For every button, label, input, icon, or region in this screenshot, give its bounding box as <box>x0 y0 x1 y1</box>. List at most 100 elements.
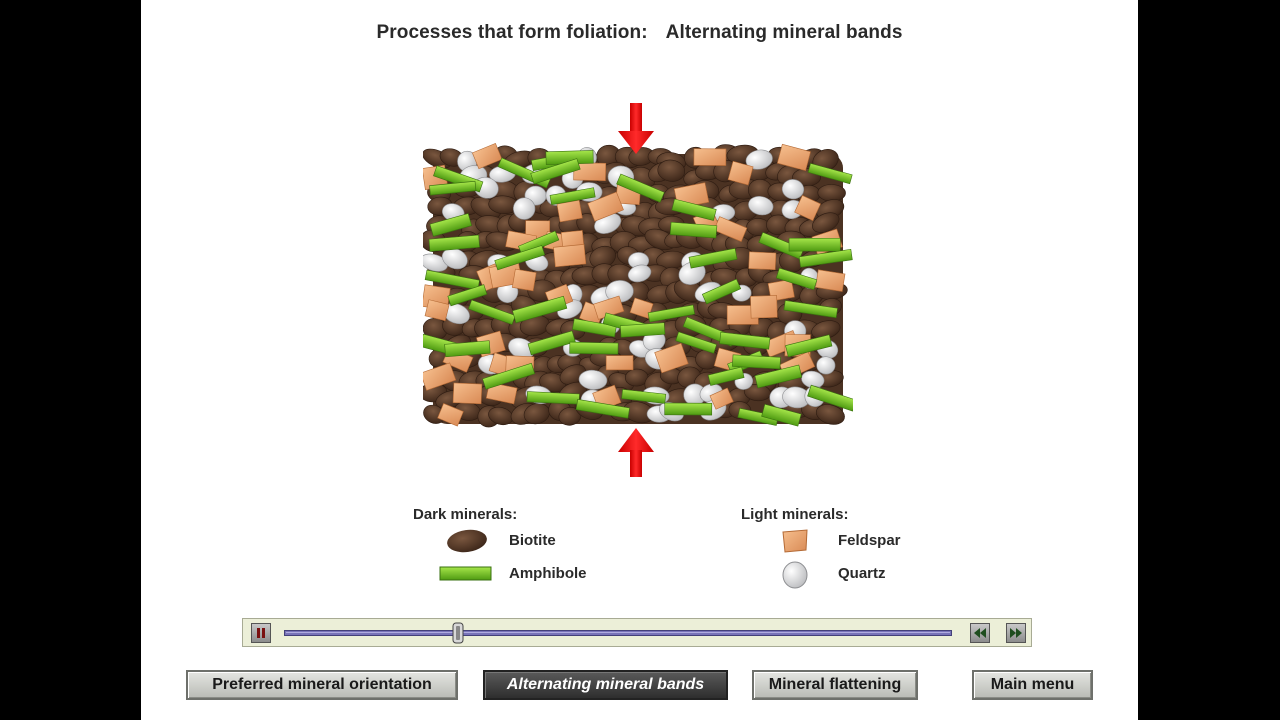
light-minerals-heading: Light minerals: <box>741 506 849 523</box>
amphibole-grain <box>424 269 480 291</box>
feldspar-grain <box>471 142 503 170</box>
amphibole-grain <box>754 364 803 389</box>
amphibole-grain <box>572 318 617 338</box>
amphibole-grain <box>758 231 805 260</box>
amphibole-grain <box>482 362 536 390</box>
quartz-grain <box>423 253 448 272</box>
feldspar-grain <box>709 387 734 410</box>
amphibole-grain <box>671 198 717 221</box>
fast-forward-button[interactable] <box>1006 623 1026 643</box>
feldspar-grain <box>629 297 654 319</box>
biotite-grain <box>657 159 686 182</box>
feldspar-grain <box>424 299 450 322</box>
amphibole-grain <box>807 162 853 185</box>
quartz-grain <box>748 196 774 216</box>
amphibole-grain <box>468 299 516 325</box>
preferred-orientation-button[interactable]: Preferred mineral orientation <box>186 670 458 700</box>
rewind-button[interactable] <box>970 623 990 643</box>
biotite-label: Biotite <box>509 532 556 549</box>
quartz-grain <box>678 261 706 285</box>
feldspar-grain <box>605 355 634 371</box>
amphibole-grain <box>512 295 568 324</box>
feldspar-grain <box>511 268 537 292</box>
biotite-icon <box>447 529 487 553</box>
amphibole-grain <box>785 334 833 358</box>
feldspar-grain <box>693 148 727 166</box>
quartz-grain <box>781 179 805 200</box>
amphibole-grain <box>732 354 781 370</box>
feldspar-grain <box>713 216 748 242</box>
amphibole-grain <box>429 180 477 196</box>
biotite-grain <box>812 212 840 233</box>
amphibole-grain <box>494 245 546 271</box>
amphibole-grain <box>701 278 742 305</box>
amphibole-grain <box>707 366 745 386</box>
quartz-grain <box>627 264 652 283</box>
amphibole-label: Amphibole <box>509 565 587 582</box>
amphibole-grain <box>719 331 771 350</box>
biotite-grain <box>817 184 846 202</box>
mineral-flattening-button[interactable]: Mineral flattening <box>752 670 918 700</box>
amphibole-grain <box>530 158 581 185</box>
pause-button[interactable] <box>251 623 271 643</box>
main-menu-button[interactable]: Main menu <box>972 670 1093 700</box>
amphibole-grain <box>616 173 665 203</box>
amphibole-grain <box>669 221 718 239</box>
feldspar-grain <box>587 191 624 222</box>
feldspar-grain <box>794 195 821 221</box>
feldspar-icon <box>782 529 808 553</box>
feldspar-grain <box>815 269 846 292</box>
amphibole-grain <box>429 213 472 237</box>
amphibole-grain <box>526 391 580 405</box>
alternating-bands-button[interactable]: Alternating mineral bands <box>483 670 728 700</box>
feldspar-grain <box>654 342 689 374</box>
amphibole-grain <box>783 300 838 319</box>
feldspar-grain <box>485 382 518 405</box>
amphibole-grain <box>775 267 818 291</box>
animation-player <box>242 618 1032 647</box>
amphibole-grain <box>737 407 779 426</box>
feldspar-grain <box>776 143 811 171</box>
pause-icon <box>257 628 265 638</box>
feldspar-grain <box>748 251 777 271</box>
quartz-label: Quartz <box>838 565 886 582</box>
feldspar-grain <box>452 382 483 405</box>
progress-thumb[interactable] <box>451 622 465 644</box>
amphibole-grain <box>647 304 696 323</box>
amphibole-grain <box>688 247 738 269</box>
title-topic: Alternating mineral bands <box>665 22 903 43</box>
progress-track[interactable] <box>284 630 952 636</box>
feldspar-grain <box>423 362 457 391</box>
rewind-icon <box>974 628 986 638</box>
feldspar-grain <box>556 199 583 223</box>
quartz-grain <box>441 247 468 270</box>
slide: Processes that form foliation: Alternatin… <box>141 0 1138 720</box>
amphibole-grain <box>798 248 853 268</box>
quartz-grain <box>745 149 773 170</box>
amphibole-grain <box>444 340 491 358</box>
amphibole-grain <box>807 384 853 412</box>
feldspar-grain <box>437 403 464 427</box>
amphibole-grain <box>761 403 802 427</box>
amphibole-grain <box>621 389 667 404</box>
feldspar-grain <box>553 244 587 268</box>
amphibole-grain <box>447 284 488 307</box>
biotite-grain <box>539 372 567 393</box>
quartz-grain <box>513 197 536 220</box>
amphibole-grain <box>664 402 713 416</box>
fast-forward-icon <box>1010 628 1022 638</box>
quartz-grain <box>816 356 836 375</box>
up-arrow-icon <box>618 428 654 477</box>
amphibole-icon <box>439 566 492 581</box>
feldspar-grain <box>750 295 778 319</box>
quartz-icon <box>782 561 808 589</box>
feldspar-label: Feldspar <box>838 532 901 549</box>
down-arrow-icon <box>618 103 654 154</box>
quartz-grain <box>578 369 608 390</box>
title-prefix: Processes that form foliation: <box>376 22 648 43</box>
amphibole-grain <box>619 322 666 338</box>
dark-minerals-heading: Dark minerals: <box>413 506 518 523</box>
amphibole-grain <box>569 341 619 355</box>
rock-sample-diagram <box>423 103 853 477</box>
amphibole-grain <box>549 187 596 206</box>
